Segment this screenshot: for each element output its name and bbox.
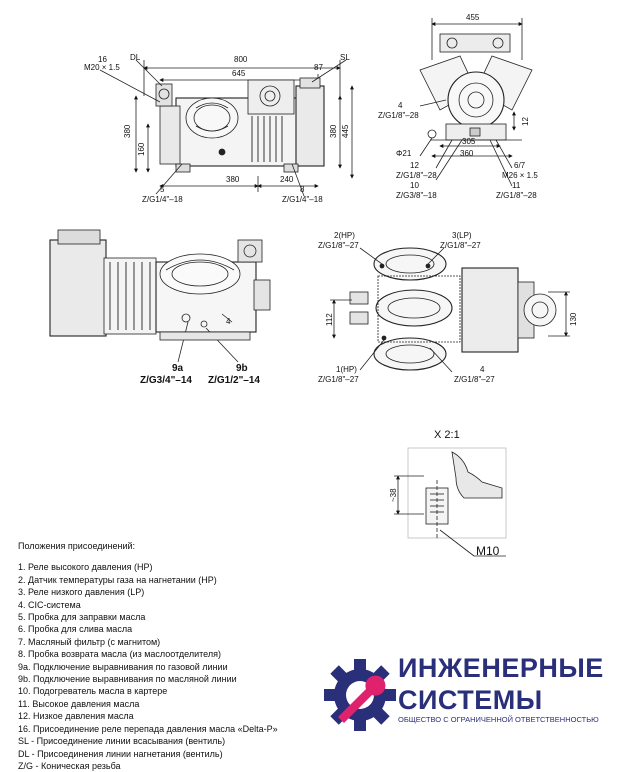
- conn-8-number: 8: [300, 185, 305, 194]
- dim-240: 240: [280, 175, 294, 184]
- conn-9b-number: 9b: [236, 363, 248, 374]
- dim-16: 16: [98, 55, 107, 64]
- top-view-middle: [330, 247, 570, 373]
- legend-item: SL - Присоединение линии всасывания (вен…: [18, 736, 226, 747]
- conn-5-number: 5: [160, 185, 165, 194]
- conn-9a-number: 9a: [172, 363, 184, 374]
- dim-130: 130: [569, 312, 578, 326]
- legend-item: 8. Пробка возврата масла (из маслоотдели…: [18, 649, 221, 660]
- logo-line-3: ОБЩЕСТВО С ОГРАНИЧЕННОЙ ОТВЕТСТВЕННОСТЬЮ: [398, 715, 599, 724]
- dim-305: 305: [462, 137, 476, 146]
- conn-6-7-code: M26 × 1.5: [502, 171, 538, 180]
- legend-item: 2. Датчик температуры газа на нагнетании…: [18, 574, 217, 585]
- dim-112: 112: [325, 313, 334, 326]
- conn-4-number: 4: [398, 101, 403, 110]
- conn-4-code: Z/G1/8"–28: [378, 111, 419, 120]
- legend-item: 5. Пробка для заправки масла: [18, 612, 146, 623]
- dim-445: 445: [341, 124, 350, 138]
- front-view-top: [419, 18, 533, 187]
- dim-380-right: 380: [329, 124, 338, 138]
- conn-8-code: Z/G1/4"–18: [282, 195, 323, 204]
- dim-360: 360: [460, 149, 474, 158]
- side-view-middle: [49, 229, 271, 363]
- legend-item: 16. Присоединение реле перепада давления…: [18, 723, 278, 734]
- dim-800: 800: [234, 55, 248, 64]
- conn-10-number: 10: [410, 181, 419, 190]
- detail-title: X 2:1: [434, 429, 460, 441]
- conn-4-cic-number: 4: [480, 365, 485, 374]
- legend-item: 6. Пробка для слива масла: [18, 624, 133, 635]
- conn-12-number: 12: [410, 161, 419, 170]
- conn-9b-code: Z/G1/2"–14: [208, 375, 260, 386]
- legend-item: 12. Низкое давления масла: [18, 711, 134, 722]
- dim-645: 645: [232, 69, 246, 78]
- legend-item: 9a. Подключение выравнивания по газовой …: [18, 661, 228, 672]
- legend-item: 1. Реле высокого давления (HP): [18, 562, 153, 573]
- detail-dim-38: ~38: [389, 488, 398, 502]
- legend-item: 10. Подогреватель масла в картере: [18, 686, 168, 697]
- conn-11-code: Z/G1/8"–28: [496, 191, 537, 200]
- dim-380-left: 380: [123, 124, 132, 138]
- conn-1-hp-number: 1(HP): [336, 365, 357, 374]
- conn-5-code: Z/G1/4"–18: [142, 195, 183, 204]
- conn-9a-code: Z/G3/4"–14: [140, 375, 192, 386]
- legend-item: DL - Присоединения линии нагнетания (вен…: [18, 748, 223, 759]
- conn-3-lp-code: Z/G1/8"–27: [440, 241, 481, 250]
- legend-item: 3. Реле низкого давления (LP): [18, 587, 145, 598]
- conn-6-7-number: 6/7: [514, 161, 526, 170]
- legend-item: Z/G - Коническая резьба: [18, 760, 121, 771]
- conn-4-marker: 4: [226, 317, 231, 326]
- company-logo: ИНЖЕНЕРНЫЕ СИСТЕМЫ ОБЩЕСТВО С ОГРАНИЧЕНН…: [324, 641, 604, 753]
- legend-item: 9b. Подключение выравнивания по масляной…: [18, 674, 237, 685]
- conn-1-hp-code: Z/G1/8"–27: [318, 375, 359, 384]
- conn-2-hp-number: 2(HP): [334, 231, 355, 240]
- conn-4-cic-code: Z/G1/8"–27: [454, 375, 495, 384]
- legend-title: Положения присоединений:: [18, 541, 136, 551]
- legend-item: 7. Масляный фильтр (с магнитом): [18, 636, 161, 647]
- gear-wrench-icon: [324, 659, 396, 731]
- thread-m20: M20 × 1.5: [84, 63, 120, 72]
- detail-x-view: [394, 447, 507, 557]
- dim-160: 160: [137, 142, 146, 156]
- conn-11-number: 11: [512, 181, 521, 190]
- conn-3-lp-number: 3(LP): [452, 231, 472, 240]
- conn-2-hp-code: Z/G1/8"–27: [318, 241, 359, 250]
- dim-380-bottom: 380: [226, 175, 240, 184]
- label-sl: SL: [340, 53, 350, 62]
- conn-12-code: Z/G1/8"–28: [396, 171, 437, 180]
- connections-legend: Положения присоединений: 1. Реле высоког…: [18, 540, 278, 772]
- dim-phi21: Φ21: [396, 149, 412, 158]
- label-dl: DL: [130, 53, 141, 62]
- dim-12-right: 12: [521, 117, 530, 126]
- conn-10-code: Z/G3/8"–18: [396, 191, 437, 200]
- dim-455: 455: [466, 13, 480, 22]
- logo-line-1: ИНЖЕНЕРНЫЕ: [398, 653, 604, 683]
- detail-bolt-label: M10: [476, 544, 500, 558]
- dim-87: 87: [314, 63, 323, 72]
- logo-line-2: СИСТЕМЫ: [398, 685, 543, 715]
- legend-item: 4. CIC-система: [18, 599, 81, 610]
- legend-item: 11. Высокое давления масла: [18, 698, 140, 709]
- side-view-top: [99, 59, 354, 197]
